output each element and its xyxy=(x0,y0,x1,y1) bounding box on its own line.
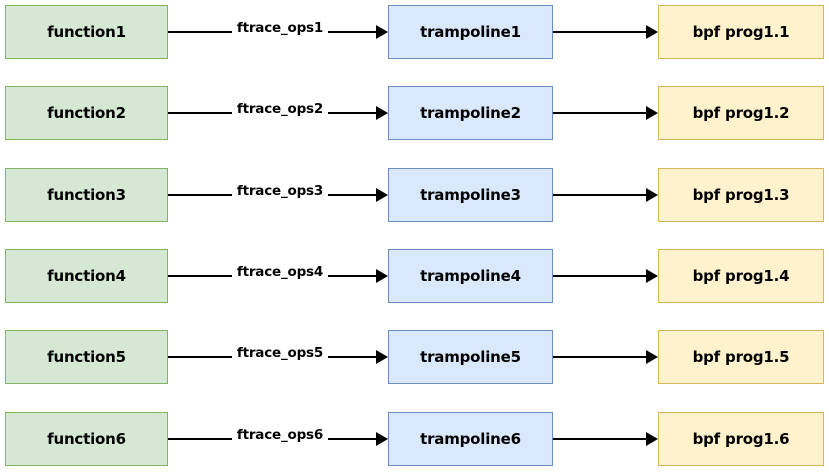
trampoline-to-prog-arrowhead-icon xyxy=(646,350,658,365)
function-node-6[interactable]: function6 xyxy=(5,411,168,466)
trampoline-to-prog-edge-line xyxy=(553,112,653,115)
bpf-prog-node-5[interactable]: bpf prog1.5 xyxy=(658,330,824,385)
ftrace-ops-edge-label-1: ftrace_ops1 xyxy=(232,20,328,38)
ftrace-ops-arrowhead-icon xyxy=(376,350,388,365)
trampoline-to-prog-arrowhead-icon xyxy=(646,106,658,121)
bpf-prog-node-label: bpf prog1.3 xyxy=(692,185,790,204)
flow-row-5: function5 ftrace_ops5 trampoline5 bpf pr… xyxy=(0,330,829,386)
flow-row-6: function6 ftrace_ops6 trampoline6 bpf pr… xyxy=(0,411,829,468)
trampoline-node-label: trampoline5 xyxy=(420,348,521,367)
trampoline-node-label: trampoline6 xyxy=(420,429,521,448)
ftrace-ops-arrowhead-icon xyxy=(376,106,388,121)
trampoline-node-label: trampoline2 xyxy=(420,104,521,123)
function-node-label: function5 xyxy=(47,348,126,367)
function-node-1[interactable]: function1 xyxy=(5,5,168,59)
trampoline-node-6[interactable]: trampoline6 xyxy=(388,411,553,466)
ftrace-ops-edge-label-4: ftrace_ops4 xyxy=(232,263,328,282)
ftrace-ops-edge-label-5: ftrace_ops5 xyxy=(232,345,328,363)
function-node-3[interactable]: function3 xyxy=(5,167,168,222)
trampoline-to-prog-arrowhead-icon xyxy=(646,25,658,39)
ftrace-ops-edge-label-2: ftrace_ops2 xyxy=(232,101,328,119)
trampoline-to-prog-edge-line xyxy=(553,356,653,359)
bpf-prog-node-label: bpf prog1.6 xyxy=(692,429,790,448)
trampoline-node-1[interactable]: trampoline1 xyxy=(388,5,553,59)
ftrace-ops-edge-label-6: ftrace_ops6 xyxy=(232,426,328,444)
flow-row-3: function3 ftrace_ops3 trampoline3 bpf pr… xyxy=(0,167,829,224)
ftrace-ops-arrowhead-icon xyxy=(376,268,388,283)
function-node-label: function1 xyxy=(47,23,126,41)
function-node-5[interactable]: function5 xyxy=(5,330,168,385)
trampoline-node-5[interactable]: trampoline5 xyxy=(388,330,553,385)
trampoline-node-2[interactable]: trampoline2 xyxy=(388,86,553,141)
ftrace-ops-edge-label-3: ftrace_ops3 xyxy=(232,182,328,201)
trampoline-node-label: trampoline3 xyxy=(420,185,521,204)
ftrace-ops-arrowhead-icon xyxy=(376,187,388,202)
trampoline-node-3[interactable]: trampoline3 xyxy=(388,167,553,222)
bpf-prog-node-6[interactable]: bpf prog1.6 xyxy=(658,411,824,466)
function-node-label: function4 xyxy=(47,266,126,285)
bpf-prog-node-label: bpf prog1.5 xyxy=(692,348,790,367)
bpf-prog-node-4[interactable]: bpf prog1.4 xyxy=(658,248,824,303)
bpf-prog-node-2[interactable]: bpf prog1.2 xyxy=(658,86,824,141)
trampoline-to-prog-edge-line xyxy=(553,437,653,440)
trampoline-to-prog-edge-line xyxy=(553,274,653,277)
function-node-4[interactable]: function4 xyxy=(5,248,168,303)
trampoline-to-prog-arrowhead-icon xyxy=(646,431,658,446)
ftrace-ops-arrowhead-icon xyxy=(376,431,388,446)
flow-row-1: function1 ftrace_ops1 trampoline1 bpf pr… xyxy=(0,5,829,61)
trampoline-node-label: trampoline4 xyxy=(420,266,521,285)
ftrace-ops-arrowhead-icon xyxy=(376,25,388,39)
function-node-label: function2 xyxy=(47,104,126,123)
trampoline-to-prog-edge-line xyxy=(553,31,653,33)
bpf-prog-node-label: bpf prog1.4 xyxy=(692,266,790,285)
flow-row-4: function4 ftrace_ops4 trampoline4 bpf pr… xyxy=(0,248,829,305)
trampoline-node-4[interactable]: trampoline4 xyxy=(388,248,553,303)
bpf-prog-node-3[interactable]: bpf prog1.3 xyxy=(658,167,824,222)
trampoline-node-label: trampoline1 xyxy=(420,23,521,41)
function-node-label: function3 xyxy=(47,185,126,204)
flow-row-2: function2 ftrace_ops2 trampoline2 bpf pr… xyxy=(0,86,829,142)
trampoline-to-prog-arrowhead-icon xyxy=(646,268,658,283)
bpf-prog-node-1[interactable]: bpf prog1.1 xyxy=(658,5,824,59)
function-node-label: function6 xyxy=(47,429,126,448)
function-node-2[interactable]: function2 xyxy=(5,86,168,141)
bpf-prog-node-label: bpf prog1.2 xyxy=(692,104,790,123)
trampoline-to-prog-arrowhead-icon xyxy=(646,187,658,202)
bpf-prog-node-label: bpf prog1.1 xyxy=(692,23,790,41)
trampoline-to-prog-edge-line xyxy=(553,193,653,196)
